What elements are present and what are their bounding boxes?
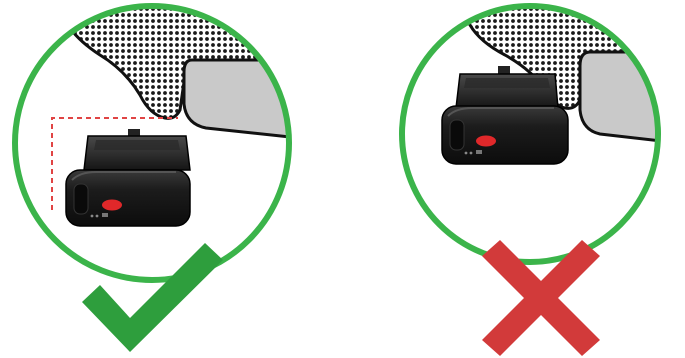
incorrect-scene [442,0,670,164]
camera-clip [498,66,510,74]
check-icon [82,243,223,352]
dash-camera [66,129,190,226]
correct-panel [15,0,300,352]
dash-camera [442,66,568,164]
incorrect-panel [402,0,670,356]
camera-record-button [476,136,496,147]
camera-record-button [102,200,122,211]
cross-icon [482,240,600,356]
correct-scene [52,0,300,226]
